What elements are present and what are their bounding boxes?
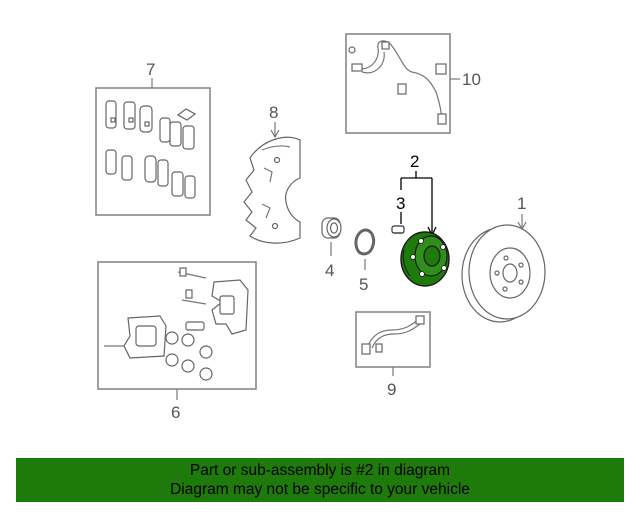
banner-line-2: Diagram may not be specific to your vehi… — [170, 481, 470, 498]
part-9-brake-hose[interactable] — [355, 311, 431, 368]
part-10-speed-sensor[interactable] — [345, 33, 451, 134]
part-5-snap-ring[interactable] — [354, 228, 376, 256]
part-3-hub-bolt[interactable] — [391, 225, 405, 234]
part-7-brake-pads[interactable] — [95, 87, 211, 216]
callout-4[interactable]: 4 — [325, 261, 334, 280]
callout-9[interactable]: 9 — [387, 380, 396, 399]
callout-1[interactable]: 1 — [517, 194, 526, 213]
callout-7[interactable]: 7 — [146, 60, 155, 79]
callout-6[interactable]: 6 — [171, 403, 180, 422]
callout-8[interactable]: 8 — [269, 103, 278, 122]
part-2-hub-bearing[interactable] — [400, 231, 450, 287]
callout-10[interactable]: 10 — [462, 70, 481, 89]
part-1-brake-rotor[interactable] — [461, 224, 546, 323]
banner-line-1: Part or sub-assembly is #2 in diagram — [189, 462, 451, 479]
part-4-bearing[interactable] — [321, 217, 342, 239]
callout-2[interactable]: 2 — [410, 152, 419, 171]
info-banner: Part or sub-assembly is #2 in diagram Di… — [16, 458, 624, 502]
part-8-dust-shield[interactable] — [243, 136, 301, 244]
part-6-caliper-assembly[interactable] — [97, 261, 257, 390]
callout-5[interactable]: 5 — [359, 275, 368, 294]
callout-3[interactable]: 3 — [396, 194, 405, 213]
